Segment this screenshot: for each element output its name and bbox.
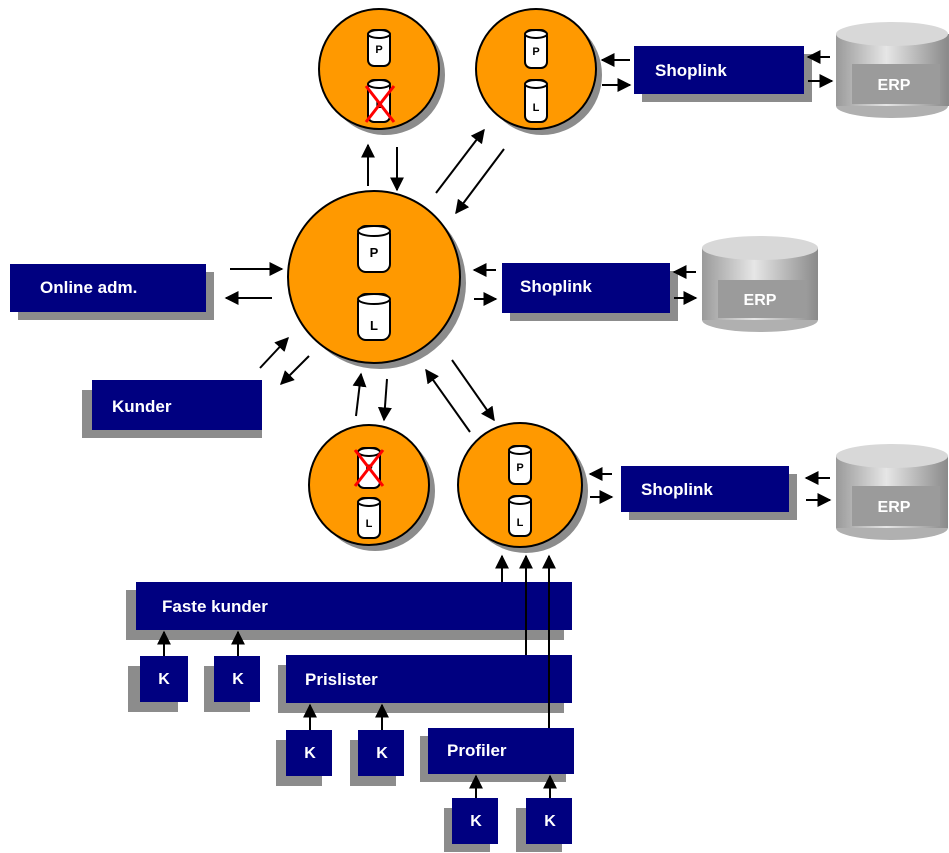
- node-bottom-right: P L: [457, 422, 588, 553]
- central-db-l: L: [357, 293, 391, 341]
- shoplink-bottom: Shoplink: [621, 466, 797, 520]
- bl-db-l-label: L: [366, 518, 373, 530]
- profiler-box: Profiler: [420, 728, 574, 782]
- node-bottom-left: P L: [308, 424, 435, 551]
- shoplink-mid-label: Shoplink: [520, 277, 592, 296]
- cross-mark-icon: [353, 449, 385, 487]
- k-box: K: [276, 730, 332, 786]
- k-label: K: [376, 745, 388, 762]
- tl-db-p-label: P: [375, 44, 382, 56]
- node-top-right: P L: [475, 8, 602, 135]
- central-node: P L: [287, 190, 466, 369]
- br-db-p-label: P: [516, 462, 523, 474]
- shoplink-top: Shoplink: [634, 46, 812, 102]
- cross-mark-icon: [364, 85, 396, 123]
- arrow: [455, 148, 505, 215]
- k-label: K: [158, 671, 170, 688]
- node-top-left: P L: [318, 8, 445, 135]
- erp-mid-label: ERP: [744, 292, 777, 309]
- kunder-box: Kunder: [82, 380, 262, 438]
- k-box: K: [204, 656, 260, 712]
- connector-arrows: [157, 50, 834, 798]
- arrow: [280, 355, 310, 385]
- k-box: K: [516, 798, 572, 852]
- erp-bottom: ERP: [836, 444, 948, 540]
- central-db-p-label: P: [370, 245, 379, 260]
- central-db-l-label: L: [370, 318, 378, 333]
- arrow: [377, 378, 392, 422]
- erp-mid: ERP: [702, 236, 818, 332]
- k-label: K: [304, 745, 316, 762]
- erp-bottom-label: ERP: [878, 499, 911, 516]
- k-label: K: [544, 813, 556, 830]
- faste-kunder-label: Faste kunder: [162, 597, 268, 616]
- arrow: [352, 372, 367, 417]
- k-box: K: [350, 730, 404, 786]
- faste-kunder-box: Faste kunder: [126, 582, 572, 640]
- arrow: [435, 128, 485, 194]
- shoplink-mid: Shoplink: [502, 263, 678, 321]
- arrow: [259, 336, 289, 369]
- k-box: K: [444, 798, 498, 852]
- kunder-label: Kunder: [112, 397, 172, 416]
- prislister-label: Prislister: [305, 670, 378, 689]
- profiler-label: Profiler: [447, 741, 507, 760]
- tr-db-l-label: L: [533, 102, 540, 114]
- prislister-box: Prislister: [278, 655, 572, 713]
- online-adm-box: Online adm.: [10, 264, 214, 320]
- shoplink-top-label: Shoplink: [655, 61, 727, 80]
- k-box: K: [128, 656, 188, 712]
- arrow: [425, 368, 471, 433]
- central-db-p: P: [357, 225, 391, 273]
- arrow: [451, 359, 495, 422]
- tr-db-p-label: P: [532, 46, 539, 58]
- br-db-l-label: L: [517, 517, 524, 529]
- erp-top: ERP: [836, 22, 949, 118]
- k-label: K: [232, 671, 244, 688]
- shoplink-bottom-label: Shoplink: [641, 480, 713, 499]
- online-adm-label: Online adm.: [40, 278, 137, 297]
- k-label: K: [470, 813, 482, 830]
- erp-top-label: ERP: [878, 77, 911, 94]
